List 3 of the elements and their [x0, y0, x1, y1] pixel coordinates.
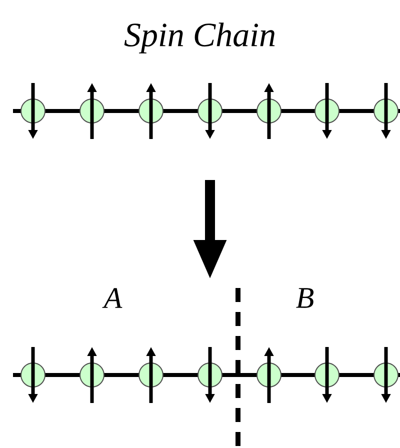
title: Spin Chain	[124, 22, 275, 54]
region-label: A	[102, 288, 122, 308]
region-label: B	[296, 288, 314, 308]
